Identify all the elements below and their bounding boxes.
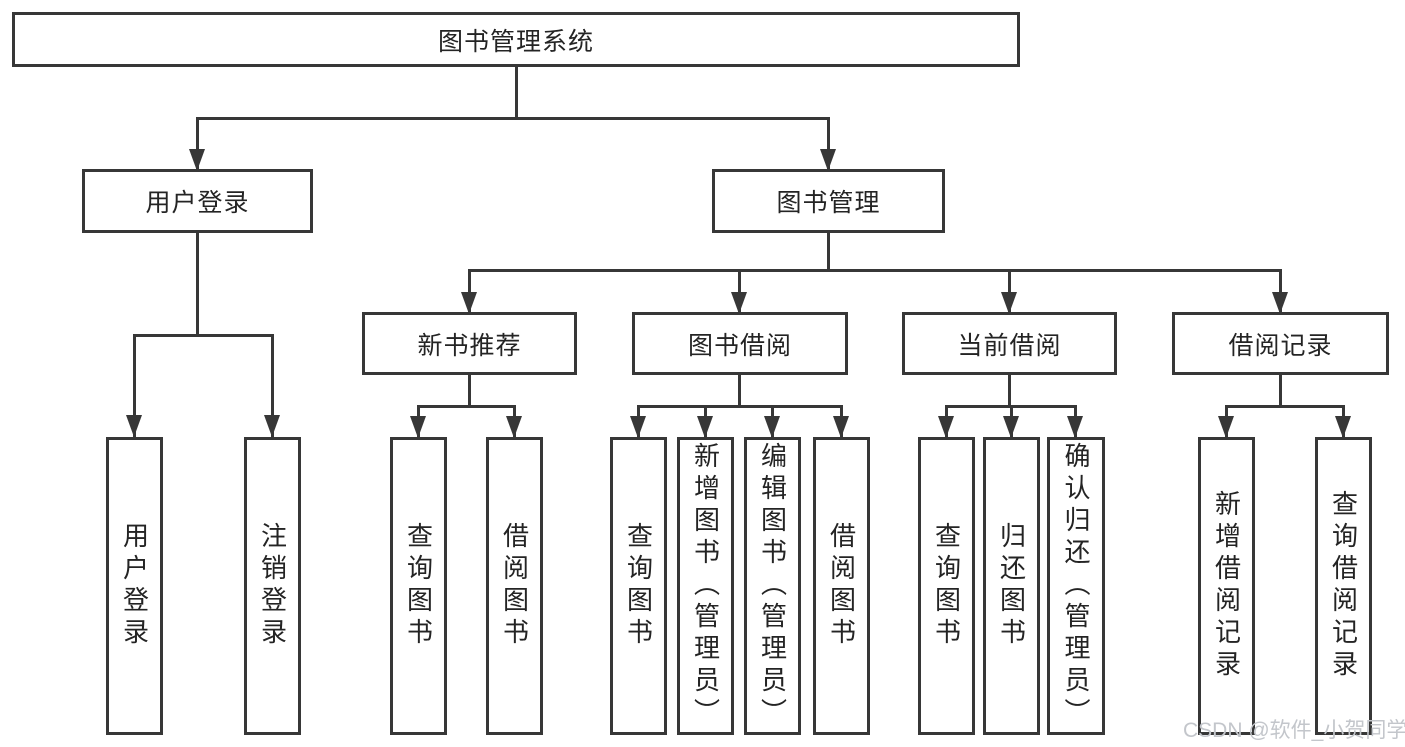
connector-branch-borrow xyxy=(637,405,843,408)
leaf-borrow-books-recommend: 借阅图书 xyxy=(486,437,543,735)
arrow-down-icon xyxy=(820,149,836,171)
node-book-borrow: 图书借阅 xyxy=(632,312,848,375)
leaf-user-login: 用户登录 xyxy=(106,437,163,735)
connector-stem-current xyxy=(1008,374,1011,408)
leaf-edit-books-admin: 编辑图书（管理员） xyxy=(744,437,801,735)
connector-drop-l3-recommend xyxy=(468,269,471,314)
arrow-down-icon xyxy=(697,416,713,438)
node-book-management: 图书管理 xyxy=(712,169,945,233)
leaf-add-books-admin: 新增图书（管理员） xyxy=(677,437,734,735)
arrow-down-icon xyxy=(1001,292,1017,314)
connector-stem-borrow xyxy=(738,374,741,408)
leaf-add-borrow-record: 新增借阅记录 xyxy=(1198,437,1255,735)
csdn-watermark: CSDN @软件_小贺同学 xyxy=(1183,719,1405,742)
connector-stem-user-login xyxy=(196,231,199,337)
arrow-down-icon xyxy=(833,416,849,438)
node-borrow-records: 借阅记录 xyxy=(1172,312,1389,375)
connector-branch-user-login xyxy=(133,334,274,337)
connector-branch-recommend xyxy=(417,405,516,408)
connector-branch-level3 xyxy=(468,269,1282,272)
leaf-query-books-recommend: 查询图书 xyxy=(390,437,447,735)
arrow-down-icon xyxy=(731,292,747,314)
connector-branch-level2 xyxy=(196,117,830,120)
connector-stem-recommend xyxy=(468,374,471,408)
connector-stem-book-management xyxy=(827,231,830,272)
leaf-query-books-borrow: 查询图书 xyxy=(610,437,667,735)
arrow-down-icon xyxy=(1003,416,1019,438)
node-root: 图书管理系统 xyxy=(12,12,1020,67)
leaf-query-books-current: 查询图书 xyxy=(918,437,975,735)
connector-drop-leaf-login xyxy=(133,334,136,437)
connector-drop-book-management xyxy=(827,117,830,171)
connector-branch-records xyxy=(1225,405,1345,408)
node-current-borrow: 当前借阅 xyxy=(902,312,1117,375)
arrow-down-icon xyxy=(506,416,522,438)
arrow-down-icon xyxy=(189,149,205,171)
leaf-query-borrow-record: 查询借阅记录 xyxy=(1315,437,1372,735)
arrow-down-icon xyxy=(1335,416,1351,438)
connector-drop-leaf-logout xyxy=(271,334,274,437)
connector-drop-user-login xyxy=(196,117,199,171)
arrow-down-icon xyxy=(126,415,142,437)
arrow-down-icon xyxy=(1067,416,1083,438)
arrow-down-icon xyxy=(1272,292,1288,314)
arrow-down-icon xyxy=(764,416,780,438)
connector-branch-current xyxy=(945,405,1077,408)
arrow-down-icon xyxy=(410,416,426,438)
arrow-down-icon xyxy=(630,416,646,438)
connector-drop-l3-current xyxy=(1008,269,1011,314)
connector-stem-records xyxy=(1279,374,1282,408)
connector-drop-l3-records xyxy=(1279,269,1282,314)
leaf-borrow-books: 借阅图书 xyxy=(813,437,870,735)
connector-root-stem xyxy=(515,64,518,120)
arrow-down-icon xyxy=(1218,416,1234,438)
connector-drop-l3-borrow xyxy=(738,269,741,314)
arrow-down-icon xyxy=(264,415,280,437)
node-new-book-recommend: 新书推荐 xyxy=(362,312,577,375)
leaf-confirm-return-admin: 确认归还（管理员） xyxy=(1047,437,1105,735)
node-user-login: 用户登录 xyxy=(82,169,313,233)
arrow-down-icon xyxy=(461,292,477,314)
leaf-return-books: 归还图书 xyxy=(983,437,1040,735)
leaf-logout: 注销登录 xyxy=(244,437,301,735)
arrow-down-icon xyxy=(938,416,954,438)
